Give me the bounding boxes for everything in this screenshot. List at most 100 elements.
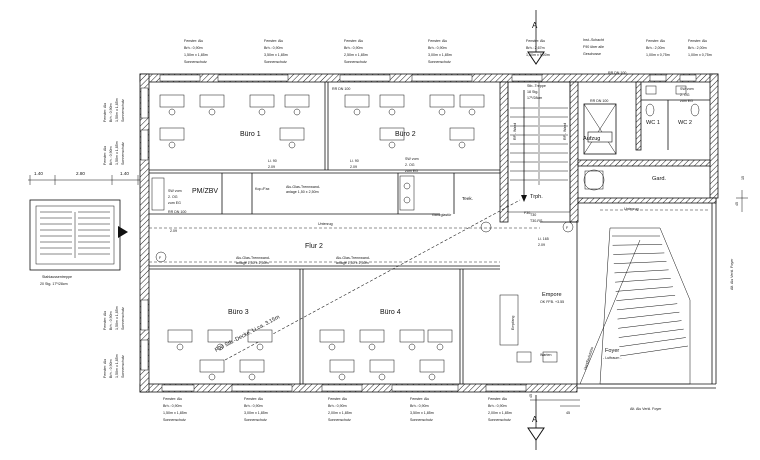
alu-note: Alu-Glas-Trennwand-: [286, 185, 321, 189]
bottom-window-line: Sonnenschutz: [410, 418, 433, 422]
chair: [258, 108, 266, 116]
room-empore: Empore: [542, 292, 562, 298]
bottom-window-line: 2,00m x 1,85m: [328, 411, 352, 415]
cloakroom-fixture: [583, 169, 605, 191]
chair: [293, 108, 301, 116]
rr-top-2: RR DN 100: [590, 99, 608, 103]
dashed-beam-lines: [149, 199, 710, 361]
desk: [379, 127, 405, 141]
top-window-line: Fenster: Alu: [646, 39, 665, 43]
bottom-window-line: Brh.: 0,90m: [244, 404, 263, 408]
top-window-line: Fenster: Alu: [344, 39, 363, 43]
top-window-line: 1,00m x 0,75m: [646, 53, 670, 57]
top-window-line: 1,50m x 1,85m: [184, 53, 208, 57]
desk: [379, 94, 405, 108]
left-window-line: Sonnenschutz: [121, 99, 125, 122]
top-window-line: Fenster: Alu: [184, 39, 203, 43]
desk: [279, 127, 305, 141]
reception-desk: [499, 294, 558, 363]
alu-note-4: anlage 1,50 x 2,50m: [236, 261, 269, 265]
room-wc2: WC 2: [678, 120, 692, 126]
left-window-line: Fenster: Alu: [103, 359, 107, 378]
bottom-window-line: Fenster: Alu: [244, 397, 263, 401]
stair-title: Stb.-Treppe: [527, 84, 546, 88]
shaft-note-3: Geschosse: [583, 52, 601, 56]
chair: [288, 141, 296, 149]
foyer-stair-step: [613, 261, 667, 264]
foyer-stair: [579, 227, 691, 385]
top-window-line: 3,50m x 1,85m: [264, 53, 288, 57]
top-window-line: 1,00m x 0,75m: [688, 53, 712, 57]
room-buero3: Büro 3: [228, 309, 249, 316]
cabinet: [151, 177, 165, 211]
shaft-note-2: F90 über alle: [583, 45, 604, 49]
top-window-line: Fenster: Alu: [428, 39, 447, 43]
sink: [403, 182, 411, 190]
desk: [199, 94, 225, 108]
dim-280: 2.80: [76, 171, 85, 176]
desk: [239, 359, 265, 373]
dim-15: 15: [741, 176, 745, 180]
stair-rise: 17⁵/28cm: [527, 96, 542, 100]
wc-fixtures: [645, 85, 700, 117]
chair: [368, 343, 376, 351]
foyer-stair-step: [616, 294, 676, 301]
alu-note-2: anlage 1,50 x 2,50m: [286, 190, 319, 194]
desk: [249, 94, 275, 108]
foyer-stair-step: [613, 252, 665, 255]
left-window-line: 1,50m x 1,85m: [115, 98, 119, 122]
desk: [419, 359, 445, 373]
left-window-line: 1,50m x 1,85m: [115, 306, 119, 330]
left-window-line: Brh.: 0,90m: [109, 146, 113, 165]
sw-left-3: zum EG: [168, 201, 181, 205]
lichtl-2b: 2.09: [350, 165, 357, 169]
chair: [436, 343, 444, 351]
top-window-line: Brh.: 0,90m: [344, 46, 363, 50]
chair: [468, 108, 476, 116]
t30-label: T30: [530, 213, 536, 217]
bottom-window-line: Brh.: 0,90m: [163, 404, 182, 408]
room-warten: Warten: [540, 353, 551, 357]
sw-right-3: zum EG: [680, 99, 693, 103]
chair: [388, 141, 396, 149]
chair: [256, 343, 264, 351]
left-window-line: Brh.: 0,90m: [109, 359, 113, 378]
foyer-stair-step: [614, 269, 669, 274]
foyer-stair-step: [612, 244, 663, 246]
chair: [458, 141, 466, 149]
chair: [353, 108, 361, 116]
marker-f-2: F: [566, 226, 569, 230]
dim-45b: 45: [529, 394, 533, 398]
desk: [319, 329, 345, 343]
foyer-stair-step: [618, 320, 682, 329]
bottom-window-line: 3,00m x 1,85m: [244, 411, 268, 415]
alu-foyer-bottom: Alt. Alu Verkl. Foyer: [630, 407, 662, 411]
top-window-line: Brh.: 2,00m: [688, 46, 707, 50]
rf-wand-2: RF - Wand: [563, 123, 567, 140]
partitions: [149, 82, 710, 384]
rf-wand-1: RF - Wand: [513, 123, 517, 140]
room-teek: Teek.: [462, 196, 473, 201]
chair: [328, 343, 336, 351]
desk: [344, 94, 370, 108]
chair: [216, 343, 224, 351]
chair: [208, 108, 216, 116]
sw-mid-1: SW vom: [405, 157, 419, 161]
f30-label: F30: [524, 211, 530, 215]
section-a-bottom: A: [532, 415, 538, 424]
left-window-line: Fenster: Alu: [103, 311, 107, 330]
room-flur: Flur 2: [305, 243, 323, 250]
bottom-window-line: Brh.: 0,90m: [328, 404, 347, 408]
sw-mid-3: zum EG: [405, 169, 418, 173]
